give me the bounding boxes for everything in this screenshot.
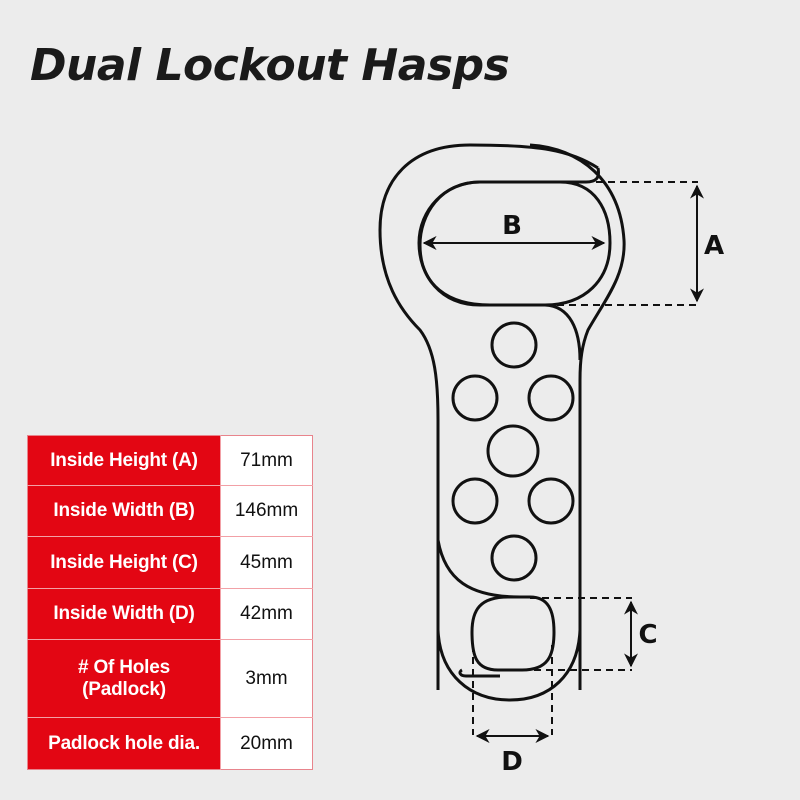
spec-label: Inside Height (A) [27, 435, 221, 486]
spec-label: Inside Width (B) [27, 485, 221, 537]
page-title: Dual Lockout Hasps [30, 40, 510, 91]
padlock-hole [486, 424, 540, 478]
padlock-hole [527, 477, 575, 525]
dimension-d: D [472, 645, 553, 777]
dimension-a: A [545, 181, 724, 306]
padlock-hole [490, 321, 538, 369]
dimension-label-b: B [502, 211, 522, 241]
padlock-hole [451, 374, 499, 422]
padlock-holes [451, 321, 575, 582]
dimension-label-a: A [704, 231, 724, 261]
spec-table: Inside Height (A) 71mm Inside Width (B) … [27, 435, 313, 770]
spec-value: 146mm [220, 485, 313, 537]
spec-value: 45mm [220, 536, 313, 589]
dimension-label-c: C [638, 620, 657, 650]
spec-value: 71mm [220, 435, 313, 486]
spec-row-padlock-hole-dia: Padlock hole dia. 20mm [27, 717, 313, 770]
spec-row-number-of-holes: # Of Holes (Padlock) 3mm [27, 639, 313, 718]
spec-label-line: # Of Holes [78, 656, 170, 678]
spec-value: 42mm [220, 588, 313, 640]
spec-label-line: (Padlock) [82, 678, 166, 700]
spec-label: Inside Height (C) [27, 536, 221, 589]
spec-label: Padlock hole dia. [27, 717, 221, 770]
padlock-hole [527, 374, 575, 422]
dimension-label-d: D [501, 747, 523, 777]
spec-row-inside-height-c: Inside Height (C) 45mm [27, 536, 313, 589]
dimension-b: B [422, 211, 606, 250]
spec-label: Inside Width (D) [27, 588, 221, 640]
spec-label: # Of Holes (Padlock) [27, 639, 221, 718]
spec-row-inside-width-d: Inside Width (D) 42mm [27, 588, 313, 640]
hasp-outline [378, 143, 626, 702]
dimension-c: C [522, 597, 658, 671]
padlock-hole [490, 534, 538, 582]
spec-value: 20mm [220, 717, 313, 770]
spec-row-inside-height-a: Inside Height (A) 71mm [27, 435, 313, 486]
spec-value: 3mm [220, 639, 313, 718]
spec-row-inside-width-b: Inside Width (B) 146mm [27, 485, 313, 537]
padlock-hole [451, 477, 499, 525]
